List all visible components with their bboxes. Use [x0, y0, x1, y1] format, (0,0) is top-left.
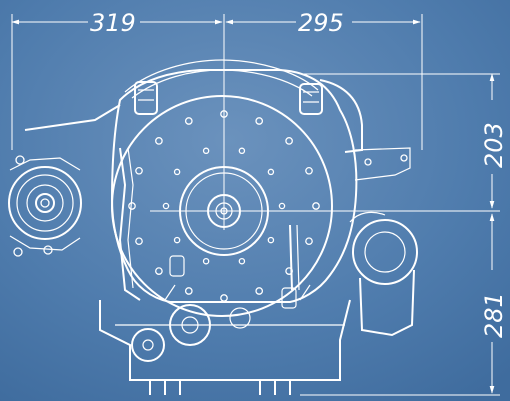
bolt-hole	[135, 237, 143, 246]
flywheel	[179, 166, 269, 256]
bolt-hole	[238, 147, 246, 155]
bolt-hole	[255, 287, 264, 295]
bolt-hole	[184, 117, 193, 125]
bolt-hole	[184, 287, 193, 295]
turbocharger	[349, 211, 418, 337]
engine-outline	[24, 59, 411, 395]
alternator	[8, 155, 82, 257]
bolt-hole	[173, 168, 181, 176]
bolt-hole	[278, 202, 286, 210]
tubes	[118, 147, 300, 301]
bolt-hole	[305, 166, 313, 175]
bolt-holes	[128, 110, 320, 302]
bolt-hole	[255, 117, 264, 125]
bolt-hole	[220, 110, 228, 118]
bolt-hole	[128, 202, 136, 210]
bolt-hole	[312, 202, 320, 210]
dim-label-lower-height: 281	[480, 292, 508, 338]
bolt-hole	[155, 137, 163, 145]
bolt-hole	[267, 236, 275, 244]
dim-label-upper-height: 203	[480, 122, 508, 168]
bolt-hole	[155, 267, 163, 275]
bolt-hole	[305, 237, 313, 246]
bolt-hole	[285, 137, 293, 145]
bolt-hole	[267, 168, 275, 176]
bolt-hole	[135, 166, 143, 175]
dim-label-right-width: 295	[298, 9, 344, 37]
bolt-hole	[202, 147, 210, 155]
dim-label-left-width: 319	[90, 9, 136, 37]
bolt-hole	[162, 202, 170, 210]
bolt-hole	[238, 257, 246, 265]
bolt-hole	[173, 236, 181, 244]
lower-pulleys	[131, 255, 311, 362]
dimension-lines	[11, 14, 500, 396]
bolt-hole	[220, 294, 228, 302]
bolt-hole	[202, 257, 210, 265]
